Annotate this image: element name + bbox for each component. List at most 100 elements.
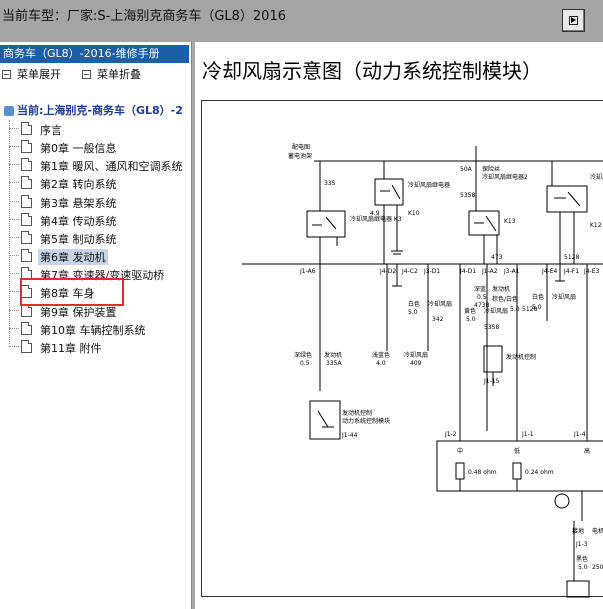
tree-connector (9, 273, 19, 275)
label-j1-44: J1-44 (341, 432, 358, 439)
tree-connector (9, 128, 19, 129)
label-473b: 473B (474, 302, 490, 309)
manual-header: 商务车（GL8）-2016-维修手册 (0, 45, 189, 63)
label-white2: 白色 (532, 293, 544, 301)
tree-item-label: 第2章 转向系统 (40, 178, 117, 192)
tree-item-label: 第10章 车辆控制系统 (40, 323, 146, 337)
label-k10: K10 (408, 210, 420, 217)
tree-connector (9, 164, 19, 166)
label-brown-white: 棕色/白色 (492, 295, 518, 303)
label-j1-2: J1-2 (444, 431, 457, 438)
expand-icon (2, 69, 11, 79)
label-j3-a1: J3-A1 (503, 268, 520, 275)
label-50c: 5.0 (532, 304, 542, 311)
label-5128: 5128 (564, 254, 579, 261)
tree-item-label: 第9章 保护装置 (40, 305, 117, 319)
current-location[interactable]: 当前:上海别克-商务车（GL8）-2 (4, 102, 183, 118)
label-342: 342 (432, 316, 444, 323)
label-250: 250 (592, 564, 603, 571)
label-ohm1: 0.48 ohm (468, 469, 497, 476)
document-icon (21, 122, 32, 135)
label-49: 4.9 (370, 210, 380, 217)
label-50e: 5.0 (578, 564, 588, 571)
label-j4-f1: J4-F1 (563, 268, 579, 275)
tree-connector (9, 327, 19, 329)
label-50a-gauge: 5.0 (408, 309, 418, 316)
label-409: 409 (410, 360, 422, 367)
title-bar: 当前车型：厂家:S-上海别克商务车（GL8）2016 (0, 0, 603, 42)
label-j1-15: J1-15 (483, 378, 500, 385)
tree-item-label: 第5章 制动系统 (40, 232, 117, 246)
tree-item-label: 第1章 暖风、通风和空调系统 (40, 160, 183, 174)
tree-connector (9, 200, 19, 202)
label-mid: 中 (457, 447, 463, 455)
label-relay-fan-b: 冷却风扇继电器 (590, 173, 603, 181)
label-335a: 335A (326, 360, 342, 367)
label-fan-relay2: 冷却风扇继电器2 (482, 173, 528, 181)
document-icon (21, 249, 32, 263)
expand-menu-button[interactable]: 菜单展开 (2, 66, 61, 82)
tree-connector (9, 255, 19, 257)
label-low: 低 (514, 447, 520, 455)
label-black: 黑色 (576, 555, 588, 563)
tree-connector (9, 182, 19, 184)
label-relay-fan1: 冷却风扇继电器 (408, 181, 450, 189)
label-473: 473 (491, 254, 503, 261)
label-fan-w1: 冷却风扇 (428, 300, 452, 308)
tree-item-label: 第3章 悬架系统 (40, 196, 117, 210)
collapse-icon (82, 69, 91, 79)
selection-highlight-box (20, 278, 124, 306)
label-50a: 50A (460, 166, 473, 173)
label-05b: 0.5 (300, 360, 310, 367)
label-deepblue: 深蓝 (474, 285, 486, 293)
tree-connector (9, 291, 19, 293)
label-ground: 接地 (572, 527, 584, 535)
label-k3: 冷却风扇继电器 K3 (350, 215, 402, 223)
tree-connector (9, 309, 19, 311)
label-pcm1: 发动机控制 (342, 409, 372, 417)
label-power-dist: 配电图 (292, 143, 310, 151)
label-white: 白色 (408, 300, 420, 308)
label-j4-c2: J4-C2 (401, 268, 418, 275)
label-j3-d1: J3-D1 (423, 268, 440, 275)
label-335: 335 (324, 180, 336, 187)
tree-connector (9, 236, 19, 238)
document-icon (21, 339, 32, 353)
menu-toolbar: 菜单展开 菜单折叠 (2, 66, 141, 82)
label-50b: 5.0 (510, 306, 520, 313)
label-engine-ctrl: 发动机控制 (506, 353, 536, 361)
tree-item-label: 第0章 一般信息 (40, 142, 117, 156)
tree-item-label: 第8章 车身 (40, 287, 95, 301)
label-ohm2: 0.24 ohm (525, 469, 554, 476)
label-j4-d2: J4-D2 (379, 268, 396, 275)
tree-item-label: 第11章 附件 (40, 341, 102, 355)
label-j1-a2: J1-A2 (481, 268, 498, 275)
tree-item-label: 序言 (40, 124, 62, 137)
label-deep-green: 深绿色 (294, 351, 312, 359)
diagram-title: 冷却风扇示意图（动力系统控制模块） (202, 59, 542, 83)
label-j1-3: J1-3 (575, 541, 588, 548)
label-fan-w2: 冷却风扇 (552, 293, 576, 301)
label-battery: 蓄电池架 (288, 152, 312, 160)
label-k12: K12 (590, 222, 602, 229)
wiring-diagram: 配电图 蓄电池架 335 冷却风扇继电器 K10 4.9 冷却风扇继电器 K3 … (201, 100, 603, 598)
document-icon (21, 321, 32, 335)
label-05: 0.5 (477, 294, 487, 301)
label-fan-w4: 冷却风扇 (404, 351, 428, 359)
label-yellow: 黄色 (464, 307, 476, 315)
fullscreen-button[interactable] (562, 9, 585, 32)
collapse-menu-button[interactable]: 菜单折叠 (82, 66, 141, 82)
content-panel: 冷却风扇示意图（动力系统控制模块） (195, 42, 603, 609)
tree-connector (9, 146, 19, 148)
label-5358b: 5358 (484, 324, 499, 331)
document-icon (21, 158, 32, 172)
tree-connector (9, 218, 19, 220)
document-icon (21, 194, 32, 208)
label-50d: 5.0 (466, 316, 476, 323)
wiring-diagram-svg: 配电图 蓄电池架 335 冷却风扇继电器 K10 4.9 冷却风扇继电器 K3 … (242, 143, 603, 598)
label-j4-d1: J4-D1 (459, 268, 476, 275)
label-engine-w: 发动机 (324, 351, 342, 359)
label-40: 4.0 (376, 360, 386, 367)
label-j1-4: J1-4 (573, 431, 586, 438)
label-engine: 发动机 (492, 285, 510, 293)
